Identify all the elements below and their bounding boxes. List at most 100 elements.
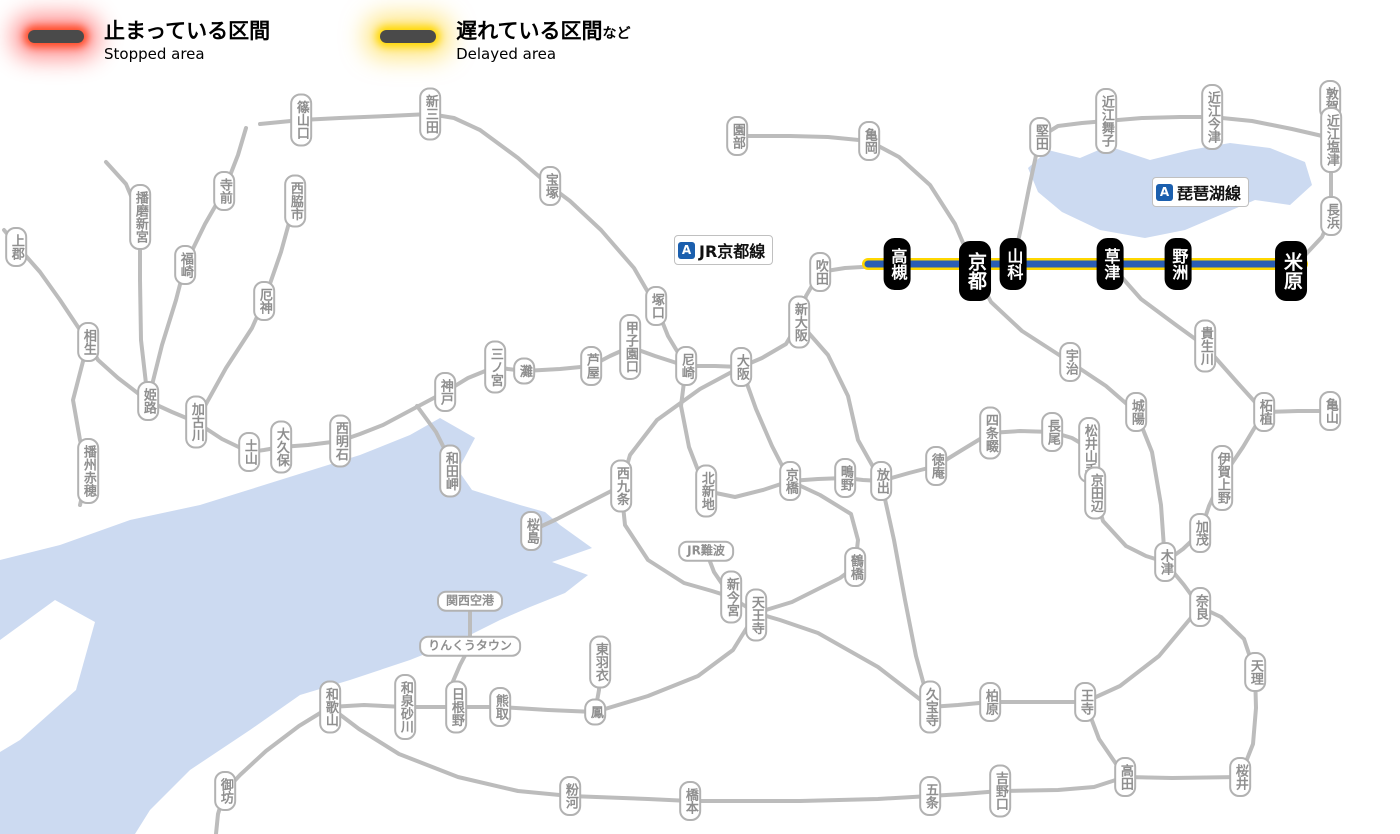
- station-五条: 五条: [919, 776, 941, 816]
- station-東羽衣: 東羽衣: [589, 635, 611, 689]
- rail-yumesaki-line: [529, 484, 623, 533]
- station-天王寺: 天王寺: [745, 588, 767, 642]
- station-土山: 土山: [238, 432, 260, 472]
- station-近江舞子: 近江舞子: [1095, 88, 1117, 154]
- station-亀山: 亀山: [1319, 391, 1341, 431]
- station-堅田: 堅田: [1029, 117, 1051, 157]
- station-鶴橋: 鶴橋: [844, 547, 866, 587]
- station-尼崎: 尼崎: [675, 346, 697, 386]
- station-JR難波: JR難波: [678, 540, 734, 562]
- rail-kusatsu-line: [1108, 262, 1266, 414]
- station-吉野口: 吉野口: [989, 764, 1011, 818]
- station-高田: 高田: [1114, 757, 1136, 797]
- legend-item-stopped: 止まっている区間 Stopped area: [28, 19, 271, 64]
- station-四条畷: 四条畷: [979, 406, 1001, 460]
- station-柘植: 柘植: [1253, 392, 1275, 432]
- station-福崎: 福崎: [174, 245, 196, 285]
- station-篠山口: 篠山口: [290, 93, 312, 147]
- water-osaka-bay: [0, 418, 592, 834]
- station-木津: 木津: [1154, 542, 1176, 582]
- station-加茂: 加茂: [1189, 513, 1211, 553]
- station-加古川: 加古川: [185, 395, 207, 449]
- station-鳳: 鳳: [584, 698, 606, 726]
- station-塚口: 塚口: [645, 286, 667, 326]
- station-神戸: 神戸: [434, 372, 456, 412]
- station-厄神: 厄神: [253, 281, 275, 321]
- line-label-text: 琵琶湖線: [1177, 184, 1242, 203]
- station-宝塚: 宝塚: [539, 166, 561, 206]
- station-長尾: 長尾: [1041, 412, 1063, 452]
- station-野洲: 野洲: [1164, 238, 1192, 290]
- station-芦屋: 芦屋: [580, 346, 602, 386]
- station-甲子園口: 甲子園口: [619, 314, 641, 380]
- rail-sakurai-line: [1123, 605, 1258, 780]
- rail-hanwa-line: [328, 611, 758, 714]
- rail-wakayama-line: [328, 700, 1127, 803]
- line-label-text: JR京都線: [699, 242, 766, 261]
- rail-gakkentoshi-line: [788, 429, 1167, 564]
- line-symbol-a-icon: A: [1156, 183, 1173, 201]
- station-王寺: 王寺: [1074, 682, 1096, 722]
- stopped-area-line-icon: [28, 30, 84, 43]
- station-上郡: 上郡: [5, 227, 27, 267]
- station-近江今津: 近江今津: [1201, 84, 1223, 150]
- station-橋本: 橋本: [679, 781, 701, 821]
- station-三ノ宮: 三ノ宮: [484, 340, 506, 394]
- station-貴生川: 貴生川: [1194, 319, 1216, 373]
- station-桜島: 桜島: [520, 511, 542, 551]
- station-京田辺: 京田辺: [1084, 466, 1106, 520]
- station-久宝寺: 久宝寺: [919, 680, 941, 734]
- station-大阪: 大阪: [730, 347, 752, 387]
- station-放出: 放出: [870, 461, 892, 501]
- station-桜井: 桜井: [1229, 757, 1251, 797]
- station-米原: 米原: [1275, 241, 1307, 301]
- station-御坊: 御坊: [214, 771, 236, 811]
- legend-stopped-label-en: Stopped area: [104, 45, 205, 64]
- rail-yamatoji-line: [754, 560, 1202, 709]
- station-熊取: 熊取: [489, 687, 511, 727]
- station-西明石: 西明石: [329, 414, 351, 468]
- station-草津: 草津: [1096, 238, 1124, 290]
- station-和田岬: 和田岬: [439, 444, 461, 498]
- rail-nara-line: [973, 269, 1167, 564]
- legend-delayed-label-suffix: など: [602, 26, 631, 42]
- station-亀岡: 亀岡: [858, 121, 880, 161]
- station-相生: 相生: [77, 322, 99, 362]
- station-近江塩津: 近江塩津: [1320, 107, 1342, 173]
- station-長浜: 長浜: [1320, 196, 1342, 236]
- legend-stopped-text: 止まっている区間 Stopped area: [104, 19, 271, 64]
- delayed-area-line-icon: [380, 30, 437, 43]
- station-播州赤穂: 播州赤穂: [77, 438, 99, 504]
- legend-stopped-label-ja: 止まっている区間: [104, 19, 271, 43]
- station-粉河: 粉河: [559, 776, 581, 816]
- station-関西空港: 関西空港: [436, 590, 504, 612]
- water-awaji-island: [0, 600, 95, 752]
- legend-delayed-text: 遅れている区間など Delayed area: [456, 19, 631, 63]
- legend-delayed-label-ja: 遅れている区間など: [456, 19, 631, 43]
- legend-delayed-label-main: 遅れている区間: [456, 19, 603, 43]
- rail-kakogawa-line: [194, 199, 297, 424]
- station-和歌山: 和歌山: [319, 680, 341, 734]
- rail-osaka-higashi-line: [797, 320, 932, 709]
- station-播磨新宮: 播磨新宮: [129, 184, 151, 250]
- station-大久保: 大久保: [270, 420, 292, 474]
- station-西九条: 西九条: [610, 459, 632, 513]
- rail-sagano-line: [735, 134, 977, 273]
- station-城陽: 城陽: [1125, 392, 1147, 432]
- station-新今宮: 新今宮: [720, 570, 742, 624]
- station-新大阪: 新大阪: [788, 295, 810, 349]
- station-天理: 天理: [1244, 652, 1266, 692]
- station-園部: 園部: [726, 116, 748, 156]
- rail-kisei-line: [214, 705, 332, 834]
- station-灘: 灘: [513, 357, 535, 385]
- line-label-jr-kyoto-line: A JR京都線: [674, 235, 774, 265]
- station-鴫野: 鴫野: [834, 458, 856, 498]
- rail-bantan-line: [146, 126, 248, 403]
- station-姫路: 姫路: [137, 381, 159, 421]
- station-和泉砂川: 和泉砂川: [394, 674, 416, 740]
- station-北新地: 北新地: [695, 464, 717, 518]
- station-伊賀上野: 伊賀上野: [1211, 445, 1233, 511]
